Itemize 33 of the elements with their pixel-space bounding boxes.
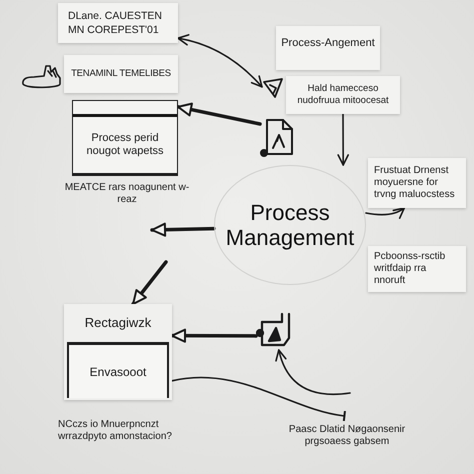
triangle-icon xyxy=(262,77,284,99)
note-text: Paasc Dlatid Nøgaonsenir prgsoaess gabsem xyxy=(288,424,406,448)
paper-card xyxy=(276,26,380,70)
paper-sheet xyxy=(64,304,172,400)
arrow xyxy=(170,328,258,343)
arrow xyxy=(131,260,168,306)
box-text: Process perid nougot wapetss xyxy=(85,132,165,158)
document-icon xyxy=(260,118,294,158)
box-text: Envasooot xyxy=(90,364,146,378)
paper-card xyxy=(368,158,466,208)
note-text: NCczs io Mnuerpncnzt wrrazdpyto amonstacion? xyxy=(58,419,173,443)
note-text: MEATCE rars noagunent w-reaz xyxy=(64,182,190,206)
paper-card xyxy=(368,246,466,292)
arrow xyxy=(276,349,351,396)
arrow xyxy=(365,207,406,219)
card-text: Process-Angement xyxy=(281,36,375,50)
paper-card xyxy=(58,3,178,43)
card-text: DLane. CAUESTEN MN COREPEST'01 xyxy=(68,9,163,37)
process-box xyxy=(72,100,178,176)
sheet-heading: Rectagiwzk xyxy=(84,315,152,331)
arrow xyxy=(337,113,349,166)
arrow xyxy=(176,102,262,126)
bar-ended-line xyxy=(171,376,346,422)
double-arrow xyxy=(177,34,263,88)
card-text: TENAMINL TEMELIBES xyxy=(71,68,171,80)
ellipse-outline xyxy=(214,165,366,285)
paper-card xyxy=(64,55,178,93)
arrow xyxy=(150,222,216,237)
paper-card xyxy=(286,76,400,114)
center-title: Process Management xyxy=(224,200,356,250)
card-text: Hald hamecceso nudofruua mitoocesat xyxy=(296,83,390,107)
card-text: Pcboonss-rsctib writfdaip rra nnoruft xyxy=(374,251,446,287)
card-text: Frustuat Drnenst moyuersne for trvng maluocstess xyxy=(374,165,456,201)
